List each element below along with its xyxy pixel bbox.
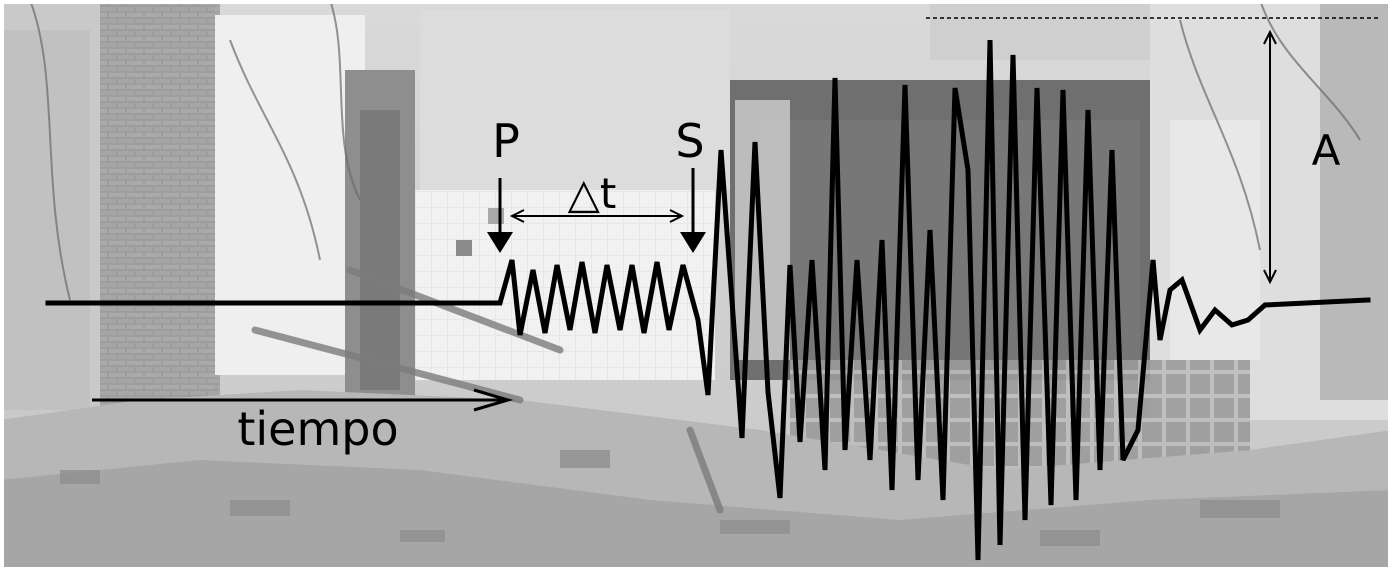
time-axis-arrow [92, 388, 514, 412]
delta-t-double-arrow [509, 209, 685, 223]
delta-t-label: △t [568, 169, 617, 218]
s-wave-label: S [675, 114, 704, 168]
amplitude-label: A [1312, 126, 1341, 175]
amplitude-double-arrow [1263, 29, 1277, 285]
seismogram-trace [45, 39, 1371, 561]
s-wave-arrowhead-icon [680, 232, 706, 253]
p-wave-label: P [492, 114, 520, 168]
time-axis-label: tiempo [237, 402, 398, 456]
p-wave-arrowhead-icon [487, 232, 513, 253]
